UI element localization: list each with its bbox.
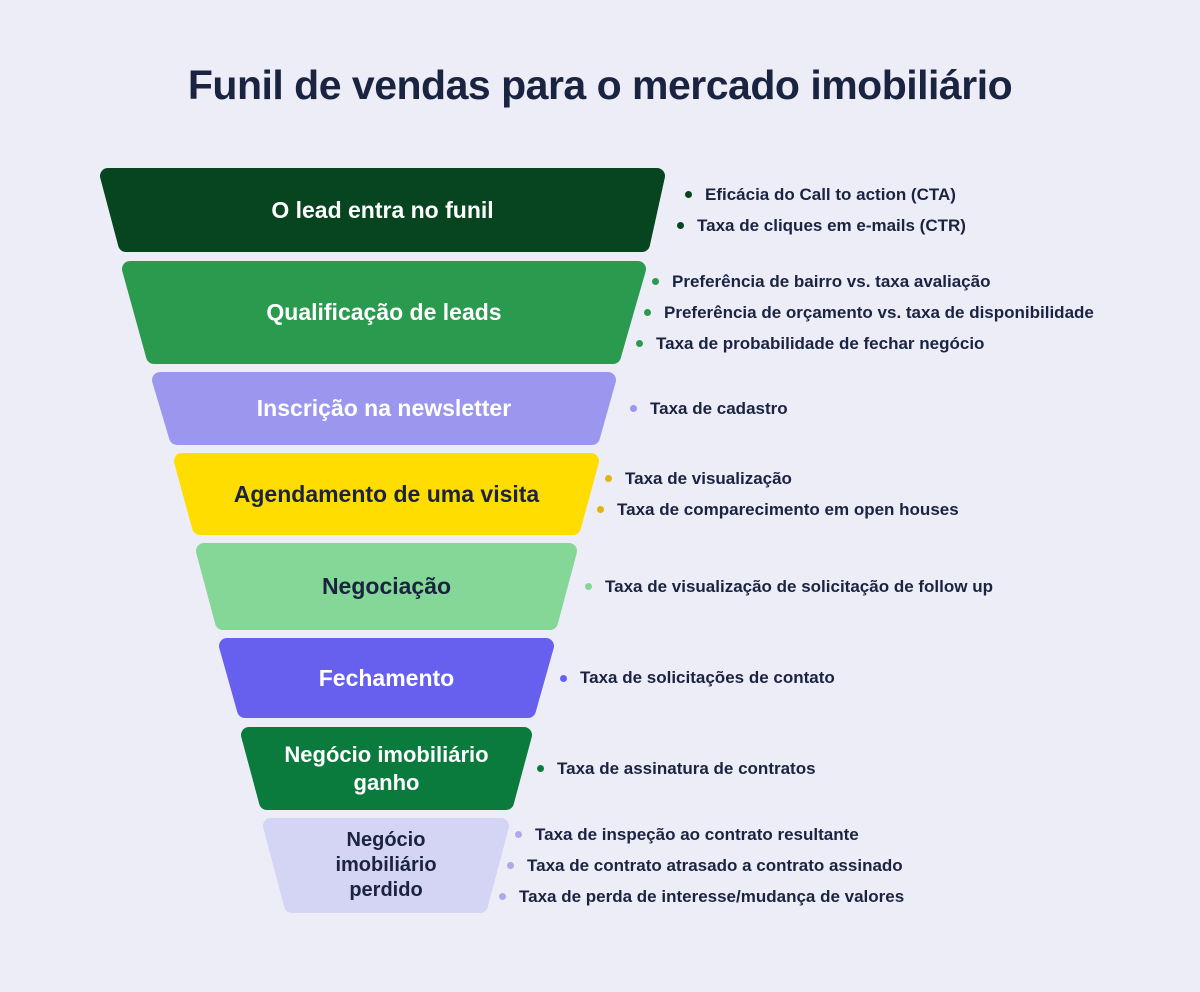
bullet-dot-icon bbox=[652, 278, 659, 285]
metric-text: Taxa de comparecimento em open houses bbox=[617, 499, 959, 519]
funnel-trapezoid bbox=[263, 818, 509, 913]
funnel-stage-label: Negócio imobiliário perdido bbox=[335, 829, 437, 901]
funnel-stage-label: Negócio imobiliário ganho bbox=[284, 742, 489, 795]
metric-item: Taxa de comparecimento em open houses bbox=[597, 500, 959, 520]
metric-item: Taxa de cadastro bbox=[630, 399, 788, 419]
metric-text: Preferência de orçamento vs. taxa de dis… bbox=[664, 302, 1094, 322]
bullet-dot-icon bbox=[499, 893, 506, 900]
funnel-stage-negotiation: Negociação bbox=[196, 543, 577, 630]
funnel-stage-label: Agendamento de uma visita bbox=[233, 480, 540, 507]
metric-text: Taxa de inspeção ao contrato resultante bbox=[535, 824, 859, 844]
stage-metrics-list: Taxa de cadastro bbox=[630, 372, 788, 445]
stage-metrics-list: Taxa de visualização de solicitação de f… bbox=[585, 543, 993, 630]
funnel-trapezoid bbox=[152, 372, 616, 445]
funnel-stage-label: Qualificação de leads bbox=[266, 299, 502, 326]
bullet-dot-icon bbox=[515, 831, 522, 838]
stage-metrics-list: Taxa de assinatura de contratos bbox=[537, 727, 816, 810]
funnel-trapezoid bbox=[196, 543, 577, 630]
bullet-dot-icon bbox=[537, 765, 544, 772]
bullet-dot-icon bbox=[677, 222, 684, 229]
metric-item: Taxa de cliques em e-mails (CTR) bbox=[677, 216, 966, 236]
metric-text: Taxa de cadastro bbox=[650, 398, 788, 418]
funnel-stage-deal-won: Negócio imobiliário ganho bbox=[241, 727, 532, 810]
funnel-trapezoid bbox=[100, 168, 665, 252]
funnel-stage-lead-entry: O lead entra no funil bbox=[100, 168, 665, 252]
funnel-trapezoid bbox=[174, 453, 599, 535]
metric-item: Preferência de orçamento vs. taxa de dis… bbox=[644, 303, 1094, 323]
bullet-dot-icon bbox=[630, 405, 637, 412]
funnel-stage-label: Negociação bbox=[321, 573, 452, 600]
metric-item: Taxa de contrato atrasado a contrato ass… bbox=[507, 856, 904, 876]
funnel-stage-newsletter-signup: Inscrição na newsletter bbox=[152, 372, 616, 445]
stage-metrics-list: Taxa de visualização Taxa de comparecime… bbox=[597, 453, 959, 535]
metric-text: Taxa de cliques em e-mails (CTR) bbox=[697, 215, 966, 235]
funnel-stage-label: O lead entra no funil bbox=[271, 196, 494, 223]
metric-text: Taxa de probabilidade de fechar negócio bbox=[656, 333, 985, 353]
metric-text: Taxa de solicitações de contato bbox=[580, 668, 835, 687]
funnel-stage-label: Fechamento bbox=[318, 664, 455, 691]
metric-item: Taxa de inspeção ao contrato resultante bbox=[515, 825, 904, 845]
funnel-trapezoid bbox=[219, 638, 554, 718]
funnel-stage-label: Inscrição na newsletter bbox=[256, 395, 512, 422]
metric-text: Preferência de bairro vs. taxa avaliação bbox=[672, 271, 991, 291]
metric-text: Taxa de perda de interesse/mudança de va… bbox=[519, 886, 905, 906]
metric-text: Taxa de visualização bbox=[625, 468, 792, 488]
stage-metrics-list: Preferência de bairro vs. taxa avaliação… bbox=[636, 261, 1094, 364]
bullet-dot-icon bbox=[636, 340, 643, 347]
bullet-dot-icon bbox=[685, 191, 692, 198]
stage-metrics-list: Eficácia do Call to action (CTA) Taxa de… bbox=[677, 168, 966, 252]
funnel-stage-visit-scheduling: Agendamento de uma visita bbox=[174, 453, 599, 535]
metric-text: Taxa de contrato atrasado a contrato ass… bbox=[527, 855, 903, 875]
funnel-trapezoid bbox=[122, 261, 646, 364]
metric-item: Eficácia do Call to action (CTA) bbox=[685, 185, 966, 205]
bullet-dot-icon bbox=[507, 862, 514, 869]
metric-item: Taxa de visualização de solicitação de f… bbox=[585, 577, 993, 597]
funnel-stage-deal-lost: Negócio imobiliário perdido bbox=[263, 818, 509, 913]
funnel-trapezoid bbox=[241, 727, 532, 810]
metric-item: Taxa de assinatura de contratos bbox=[537, 759, 816, 779]
metric-text: Taxa de visualização de solicitação de f… bbox=[605, 576, 993, 596]
bullet-dot-icon bbox=[585, 583, 592, 590]
funnel-stage-closing: Fechamento bbox=[219, 638, 554, 718]
funnel-stage-lead-qualification: Qualificação de leads bbox=[122, 261, 646, 364]
stage-metrics-list: Taxa de solicitações de contato bbox=[560, 638, 835, 718]
metric-text: Taxa de assinatura de contratos bbox=[557, 758, 816, 778]
metric-item: Preferência de bairro vs. taxa avaliação bbox=[652, 272, 1094, 292]
metric-item: Taxa de visualização bbox=[605, 469, 959, 489]
metric-text: Eficácia do Call to action (CTA) bbox=[705, 184, 956, 204]
bullet-dot-icon bbox=[597, 506, 604, 513]
page-title: Funil de vendas para o mercado imobiliár… bbox=[187, 62, 1013, 108]
metric-item: Taxa de probabilidade de fechar negócio bbox=[636, 334, 1094, 354]
bullet-dot-icon bbox=[644, 309, 651, 316]
bullet-dot-icon bbox=[560, 674, 567, 682]
metric-item: Taxa de solicitações de contato bbox=[560, 668, 835, 688]
stage-metrics-list: Taxa de inspeção ao contrato resultante … bbox=[499, 818, 904, 913]
bullet-dot-icon bbox=[605, 475, 612, 482]
metric-item: Taxa de perda de interesse/mudança de va… bbox=[499, 887, 904, 907]
